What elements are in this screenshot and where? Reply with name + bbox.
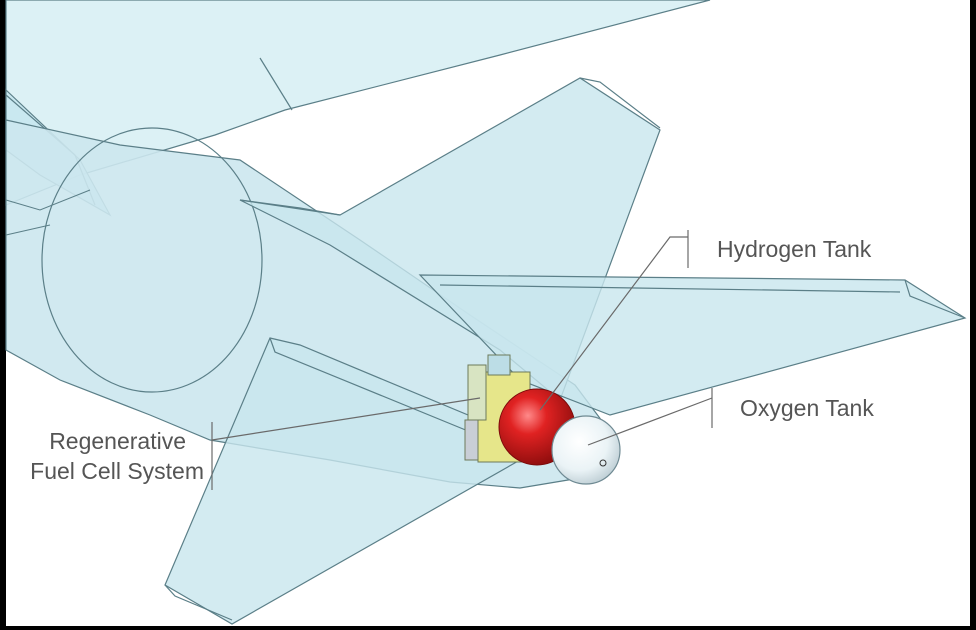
oxygen-tank <box>551 415 621 485</box>
leader-lines <box>211 230 713 490</box>
fuselage-cross-section <box>41 127 263 393</box>
label-fuel-cell-line1: Regenerative <box>49 428 186 454</box>
leader-oxygen <box>587 397 713 446</box>
label-hydrogen-tank: Hydrogen Tank <box>717 236 872 262</box>
label-oxygen-tank: Oxygen Tank <box>740 395 874 421</box>
label-fuel-cell-line2: Fuel Cell System <box>30 458 204 484</box>
leader-hydrogen <box>539 236 688 411</box>
leader-fuel-cell <box>211 397 481 441</box>
